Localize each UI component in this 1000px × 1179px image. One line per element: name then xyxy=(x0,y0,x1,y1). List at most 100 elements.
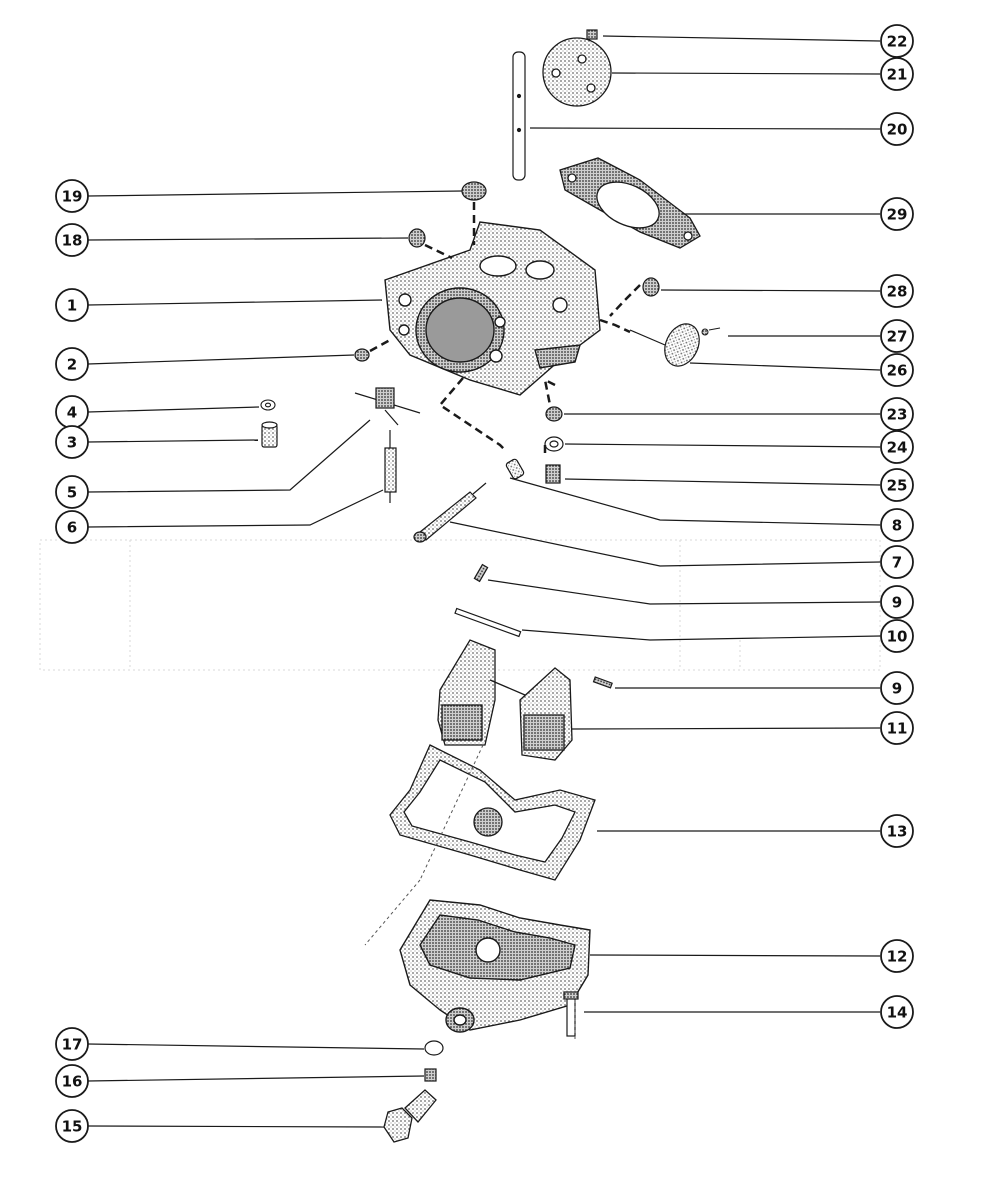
callout-number: 7 xyxy=(892,554,902,572)
part-shaft-20 xyxy=(512,51,526,181)
callout-circle xyxy=(880,585,914,619)
callout-circle xyxy=(880,24,914,58)
callout-left-1: 19 xyxy=(55,179,89,213)
callout-circle xyxy=(880,545,914,579)
callout-circle xyxy=(55,179,89,213)
part-carburetor-body-1 xyxy=(384,221,601,396)
callout-number: 14 xyxy=(887,1004,908,1022)
callout-circle xyxy=(880,671,914,705)
callout-right-1: 22 xyxy=(880,24,914,58)
part-sleeve-8 xyxy=(505,458,525,480)
callout-right-15: 9 xyxy=(880,671,914,705)
part-screw-14 xyxy=(563,991,579,1037)
callout-right-16: 11 xyxy=(880,711,914,745)
callout-right-5: 28 xyxy=(880,274,914,308)
callout-number: 2 xyxy=(67,356,77,374)
callout-left-4: 2 xyxy=(55,347,89,381)
callout-circle xyxy=(55,510,89,544)
callout-number: 3 xyxy=(67,434,77,452)
callout-circle xyxy=(55,425,89,459)
callout-number: 19 xyxy=(62,188,83,206)
callout-right-10: 25 xyxy=(880,468,914,502)
callout-circle xyxy=(880,397,914,431)
callout-number: 24 xyxy=(887,439,908,457)
callout-right-12: 7 xyxy=(880,545,914,579)
callout-right-6: 27 xyxy=(880,319,914,353)
callout-right-8: 23 xyxy=(880,397,914,431)
assembly-guide-lines-faint xyxy=(364,744,576,1040)
callout-circle xyxy=(55,347,89,381)
callout-right-9: 24 xyxy=(880,430,914,464)
callout-circle xyxy=(55,223,89,257)
part-fitting-3 xyxy=(261,421,278,448)
callout-circle xyxy=(55,1109,89,1143)
callout-number: 13 xyxy=(887,823,908,841)
part-choke-shaft-26 xyxy=(629,323,700,367)
callout-right-13: 9 xyxy=(880,585,914,619)
callout-number: 5 xyxy=(67,484,77,502)
callout-circle xyxy=(880,508,914,542)
callout-left-8: 6 xyxy=(55,510,89,544)
callout-leader-lines xyxy=(87,35,881,1128)
callout-circle xyxy=(880,430,914,464)
callout-number: 27 xyxy=(887,328,908,346)
part-lever-5 xyxy=(354,387,421,426)
callout-right-2: 21 xyxy=(880,57,914,91)
callout-circle xyxy=(880,939,914,973)
callout-number: 9 xyxy=(892,680,902,698)
part-washer-24 xyxy=(544,436,564,452)
callout-circle xyxy=(880,468,914,502)
callout-left-11: 15 xyxy=(55,1109,89,1143)
part-flange-gasket-29 xyxy=(559,157,701,249)
callout-circle xyxy=(55,475,89,509)
callout-circle xyxy=(880,57,914,91)
callout-number: 22 xyxy=(887,33,908,51)
callout-circle xyxy=(880,619,914,653)
callout-right-14: 10 xyxy=(880,619,914,653)
callout-number: 16 xyxy=(62,1073,83,1091)
callout-number: 20 xyxy=(887,121,908,139)
callout-right-19: 14 xyxy=(880,995,914,1029)
part-screw-2 xyxy=(354,348,370,362)
callout-left-9: 17 xyxy=(55,1027,89,1061)
callout-number: 8 xyxy=(892,517,902,535)
part-o-ring-17 xyxy=(424,1040,444,1056)
callout-number: 23 xyxy=(887,406,908,424)
faded-background-table xyxy=(39,539,881,671)
callout-right-18: 12 xyxy=(880,939,914,973)
part-washer-4 xyxy=(260,399,276,411)
callout-left-3: 1 xyxy=(55,288,89,322)
callout-number: 17 xyxy=(62,1036,83,1054)
callout-circle xyxy=(880,995,914,1029)
callout-right-3: 20 xyxy=(880,112,914,146)
callout-number: 15 xyxy=(62,1118,83,1136)
callout-left-5: 4 xyxy=(55,395,89,429)
callout-number: 4 xyxy=(67,404,77,422)
part-nut-23 xyxy=(545,406,563,422)
callout-right-4: 29 xyxy=(880,197,914,231)
callout-circle xyxy=(55,288,89,322)
part-cover-plate-21 xyxy=(542,37,612,107)
callout-circle xyxy=(880,711,914,745)
part-plug-19 xyxy=(461,181,487,201)
part-pin-9b xyxy=(592,676,613,689)
right-callouts: 22 21 20 29 28 27 26 23 24 25 8 7 9 10 9 11 13 12 14 xyxy=(880,24,914,1029)
part-spring-25 xyxy=(545,464,561,484)
callout-circle xyxy=(880,112,914,146)
callout-right-11: 8 xyxy=(880,508,914,542)
part-drain-bolt-15 xyxy=(383,1089,437,1143)
callout-circle xyxy=(880,197,914,231)
callout-number: 21 xyxy=(887,66,908,84)
callout-right-17: 13 xyxy=(880,814,914,848)
callout-number: 25 xyxy=(887,477,908,495)
callout-left-7: 5 xyxy=(55,475,89,509)
part-float-11 xyxy=(437,639,573,761)
callout-number: 1 xyxy=(67,297,77,315)
callout-right-7: 26 xyxy=(880,353,914,387)
callout-circle xyxy=(55,1064,89,1098)
callout-number: 9 xyxy=(892,594,902,612)
callout-number: 29 xyxy=(887,206,908,224)
callout-number: 11 xyxy=(887,720,908,738)
